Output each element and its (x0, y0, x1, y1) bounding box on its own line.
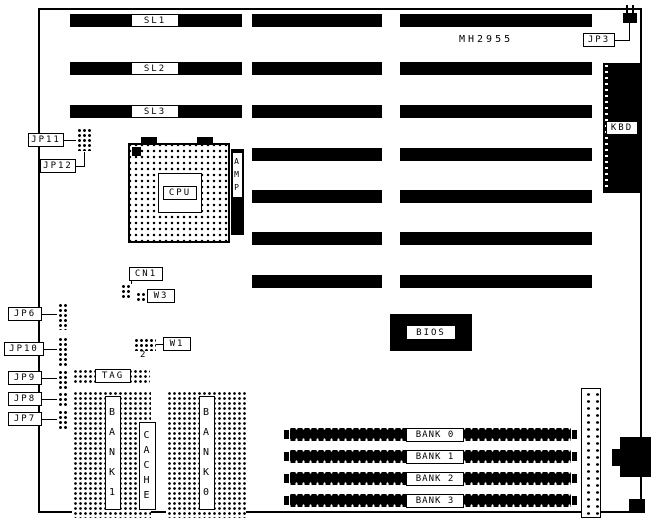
expansion-slot-bar (400, 62, 592, 75)
expansion-slot-bar (400, 14, 592, 27)
connector-trace-line (44, 349, 57, 350)
expansion-slot-bar (252, 62, 382, 75)
jp3-label: JP3 (583, 33, 615, 47)
connector-trace-line (42, 419, 57, 420)
corner-connector (629, 499, 645, 513)
expansion-slot-bar (252, 232, 382, 245)
expansion-slot-bar (400, 105, 592, 118)
bios-label: BIOS (406, 325, 456, 340)
slot-label-sl2: SL2 (131, 62, 179, 75)
cpu-socket-tab (141, 137, 157, 144)
jp6-jumper-pins (57, 302, 68, 330)
expansion-slot-bar (252, 275, 382, 288)
connector-trace-line (84, 152, 85, 166)
expansion-slot-bar (400, 275, 592, 288)
expansion-slot-bar (400, 148, 592, 161)
part-number: MH2955 (459, 34, 514, 45)
expansion-slot-bar (252, 190, 382, 203)
jp10-jumper-pins (57, 336, 68, 368)
w1-label: W1 (163, 337, 191, 351)
kbd-label: KBD (606, 121, 638, 135)
jp10-label: JP10 (4, 342, 44, 356)
simm-label-bank0: BANK 0 (406, 428, 464, 442)
connector-trace-line (131, 281, 132, 284)
connector-trace-line (42, 378, 57, 379)
connector-trace-line (42, 314, 57, 315)
expansion-slot-bar (400, 190, 592, 203)
connector-trace-line (64, 140, 76, 141)
connector-trace-line (42, 399, 57, 400)
w1-pin2-number: 2 (140, 350, 146, 360)
slot-label-sl1: SL1 (131, 14, 179, 27)
external-port (620, 437, 651, 477)
jp3-connector-pin (632, 5, 634, 13)
jp6-label: JP6 (8, 307, 42, 321)
w3-jumper-pins (135, 291, 146, 302)
expansion-slot-bar (252, 105, 382, 118)
tag-label: TAG (95, 369, 131, 383)
jp3-connector (623, 13, 637, 23)
expansion-slot-bar (252, 14, 382, 27)
cn1-label: CN1 (129, 267, 163, 281)
jp11-jp12-jumper-pins (76, 127, 93, 151)
connector-trace-line (629, 23, 630, 40)
w1-jumper-pins (133, 337, 156, 351)
simm-label-bank3: BANK 3 (406, 494, 464, 508)
cpu-socket-tab (197, 137, 213, 144)
cpu-label: CPU (163, 186, 197, 200)
jp11-label: JP11 (28, 133, 64, 147)
cache-label-bank1: BANK1 (105, 396, 121, 510)
external-port-inner (612, 449, 621, 466)
jp7-jumper-pins (57, 409, 68, 431)
connector-trace-line (76, 166, 85, 167)
jp3-connector-pin (626, 5, 628, 13)
cache-label-cache: CACHE (139, 422, 156, 510)
power-connector (581, 388, 601, 518)
cpu-pin1-mark (132, 147, 141, 156)
jp9-jumper-pins (57, 369, 68, 389)
slot-label-sl3: SL3 (131, 105, 179, 118)
jp8-jumper-pins (57, 391, 68, 407)
jp12-label: JP12 (40, 159, 76, 173)
jp8-label: JP8 (8, 392, 42, 406)
cache-label-bank0: BANK0 (199, 396, 215, 510)
amp-label: AMP (232, 152, 243, 198)
simm-label-bank1: BANK 1 (406, 450, 464, 464)
jp7-label: JP7 (8, 412, 42, 426)
jp9-label: JP9 (8, 371, 42, 385)
simm-label-bank2: BANK 2 (406, 472, 464, 486)
connector-trace-line (156, 344, 163, 345)
w3-label: W3 (147, 289, 175, 303)
expansion-slot-bar (252, 148, 382, 161)
connector-trace-line (615, 40, 630, 41)
expansion-slot-bar (400, 232, 592, 245)
cn1-jumper-pins (120, 283, 132, 299)
